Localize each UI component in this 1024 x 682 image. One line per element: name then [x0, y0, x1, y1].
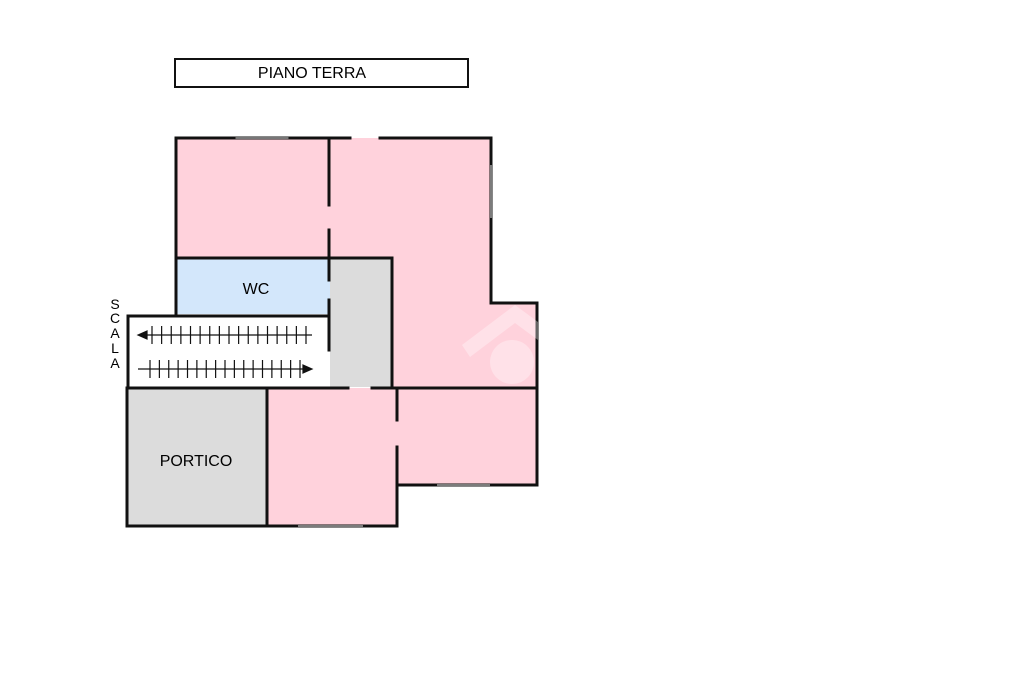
- stair-ticks-lower: [149, 360, 301, 378]
- room-bottom-right: [397, 388, 537, 485]
- windows: [298, 165, 492, 527]
- stair-letter: L: [111, 340, 119, 356]
- wall-wc-top: [174, 256, 394, 390]
- room-wc: [177, 259, 330, 314]
- stair-arrow-lower-head: [302, 364, 314, 374]
- stair-letter: A: [110, 325, 120, 341]
- stair-arrow-upper-head: [136, 330, 148, 340]
- watermark-circle: [490, 340, 534, 384]
- stair-steps: [136, 326, 314, 378]
- plan-title: PIANO TERRA: [258, 65, 367, 82]
- room-top-left: [177, 138, 329, 258]
- room-bottom-middle: [268, 388, 397, 526]
- stair-letter: C: [110, 310, 120, 326]
- stair-letter: S: [110, 296, 119, 312]
- label-wc: WC: [243, 281, 270, 298]
- watermark-roof: [462, 305, 538, 357]
- stair-label: S C A L A: [110, 296, 120, 371]
- room-main: [329, 138, 537, 387]
- watermark-logo: [462, 305, 538, 384]
- stair-letter: A: [110, 355, 120, 371]
- room-portico: [127, 388, 267, 526]
- corridor: [330, 259, 392, 387]
- label-portico: PORTICO: [160, 453, 233, 470]
- room-fills: [127, 138, 537, 526]
- stair-ticks-upper: [151, 326, 307, 344]
- title-frame: [174, 58, 469, 88]
- title-box: PIANO TERRA: [174, 58, 469, 88]
